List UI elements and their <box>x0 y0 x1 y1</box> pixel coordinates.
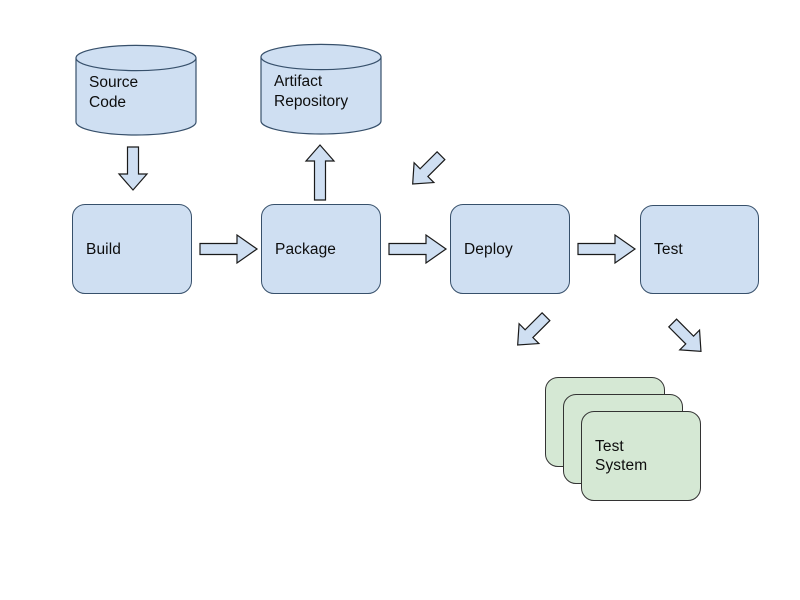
edge-package-to-deploy <box>388 233 448 265</box>
node-artifact-repository-label: Artifact Repository <box>274 73 349 110</box>
node-build-label: Build <box>86 240 121 258</box>
node-source-code-label: Source Code <box>89 74 139 111</box>
edge-deploy-to-test <box>577 233 637 265</box>
edge-test-to-test-system <box>666 311 714 357</box>
cylinder-shape <box>75 44 197 136</box>
edge-artifact-repository-to-deploy <box>406 150 454 196</box>
edge-package-to-artifact-repository <box>304 144 336 201</box>
node-deploy-label: Deploy <box>464 240 513 258</box>
edge-deploy-to-test-system <box>511 311 559 357</box>
node-test[interactable]: Test <box>640 205 759 294</box>
node-package-label: Package <box>275 240 337 258</box>
edge-build-to-package <box>199 233 259 265</box>
node-source-code[interactable]: Source Code <box>75 44 197 136</box>
node-deploy[interactable]: Deploy <box>450 204 570 294</box>
node-build[interactable]: Build <box>72 204 192 294</box>
node-package[interactable]: Package <box>261 204 381 294</box>
node-test-system[interactable]: Test System <box>581 411 701 501</box>
cylinder-shape <box>260 43 382 135</box>
node-test-label: Test <box>654 241 683 258</box>
edge-source-code-to-build <box>117 146 149 191</box>
node-artifact-repository[interactable]: Artifact Repository <box>260 43 382 135</box>
node-test-system-label: Test System <box>595 438 648 474</box>
